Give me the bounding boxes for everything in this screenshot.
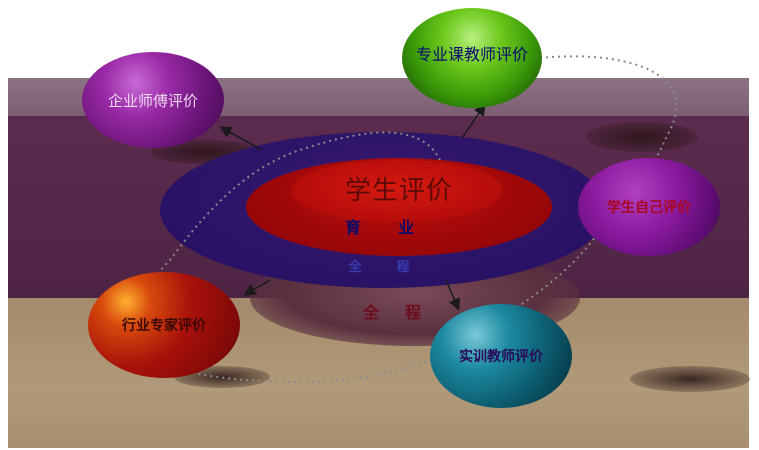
arrow-to-training xyxy=(446,280,458,308)
sphere-label: 专业课教师评价 xyxy=(416,41,528,65)
sphere-label: 实训教师评价 xyxy=(459,346,543,366)
arrow-to-teacher xyxy=(462,106,484,138)
arrow-to-expert xyxy=(246,280,270,294)
sphere-training-evaluation: 实训教师评价 xyxy=(430,304,572,408)
sphere-label: 企业师傅评价 xyxy=(108,90,198,111)
sphere-label: 行业专家评价 xyxy=(122,315,206,335)
sphere-teacher-evaluation: 专业课教师评价 xyxy=(402,8,542,108)
sphere-expert-evaluation: 行业专家评价 xyxy=(88,272,240,378)
sphere-label: 学生自己评价 xyxy=(607,197,691,217)
arrow-to-enterprise xyxy=(222,128,262,150)
sphere-self-evaluation: 学生自己评价 xyxy=(578,158,720,256)
sphere-enterprise-evaluation: 企业师傅评价 xyxy=(82,52,224,148)
